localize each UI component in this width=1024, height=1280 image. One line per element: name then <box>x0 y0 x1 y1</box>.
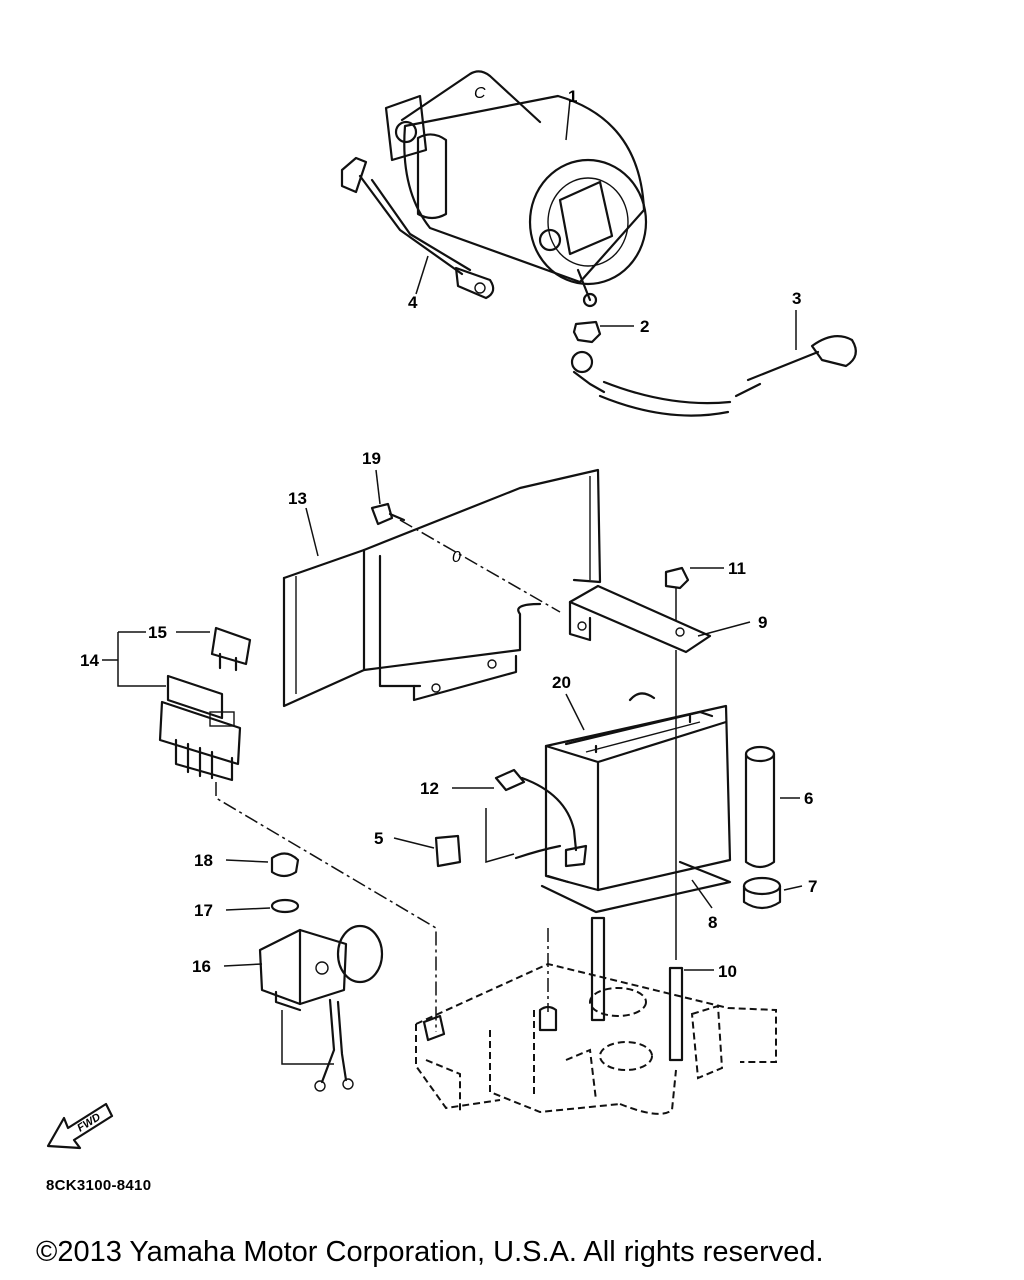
starter-relay <box>258 924 384 1092</box>
callout-10: 10 <box>718 962 737 981</box>
frame-base <box>415 962 777 1115</box>
insulation-tape <box>434 834 462 868</box>
callout-20: 20 <box>552 673 571 692</box>
fwd-arrow-icon: FWD <box>46 1102 114 1150</box>
starter-cable <box>570 335 857 417</box>
battery-pad <box>540 860 732 914</box>
callout-5: 5 <box>374 829 383 848</box>
callout-8: 8 <box>708 913 717 932</box>
callout-15: 15 <box>148 623 167 642</box>
callout-labels: 1 2 3 4 5 6 7 8 9 10 11 12 13 14 15 16 1… <box>80 87 817 981</box>
copyright-notice: ©2013 Yamaha Motor Corporation, U.S.A. A… <box>36 1236 824 1268</box>
battery <box>544 692 732 892</box>
callout-19: 19 <box>362 449 381 468</box>
flange-nut <box>664 566 690 590</box>
support-rod <box>744 745 776 869</box>
callout-17: 17 <box>194 901 213 920</box>
callout-13: 13 <box>288 489 307 508</box>
callout-16: 16 <box>192 957 211 976</box>
cover-screw <box>370 502 406 526</box>
terminal-nut <box>572 320 602 344</box>
stud-bolt <box>668 966 684 1062</box>
callout-7: 7 <box>808 877 817 896</box>
ground-lead <box>340 156 495 300</box>
relay-assembly <box>158 626 252 782</box>
battery-lead <box>494 768 588 884</box>
rubber-grommet <box>742 876 782 910</box>
callout-1: 1 <box>568 87 577 106</box>
leader-lines <box>176 99 803 971</box>
diagram-code: 8CK3100-8410 <box>46 1177 152 1194</box>
stud-bolt-left <box>590 916 606 1022</box>
bracket-zero-mark: 0 <box>452 549 461 566</box>
callout-11: 11 <box>728 559 746 578</box>
callout-9: 9 <box>758 613 767 632</box>
callout-12: 12 <box>420 779 439 798</box>
washer <box>270 898 300 914</box>
starter-motor: C <box>384 70 648 308</box>
battery-band-bracket <box>568 584 712 654</box>
callout-6: 6 <box>804 789 813 808</box>
callout-2: 2 <box>640 317 649 336</box>
cap <box>270 852 300 878</box>
callout-18: 18 <box>194 851 213 870</box>
battery-cover <box>282 468 602 708</box>
callout-4: 4 <box>408 293 418 312</box>
callout-3: 3 <box>792 289 801 308</box>
starter-c-mark: C <box>474 85 486 102</box>
callout-14: 14 <box>80 651 99 670</box>
